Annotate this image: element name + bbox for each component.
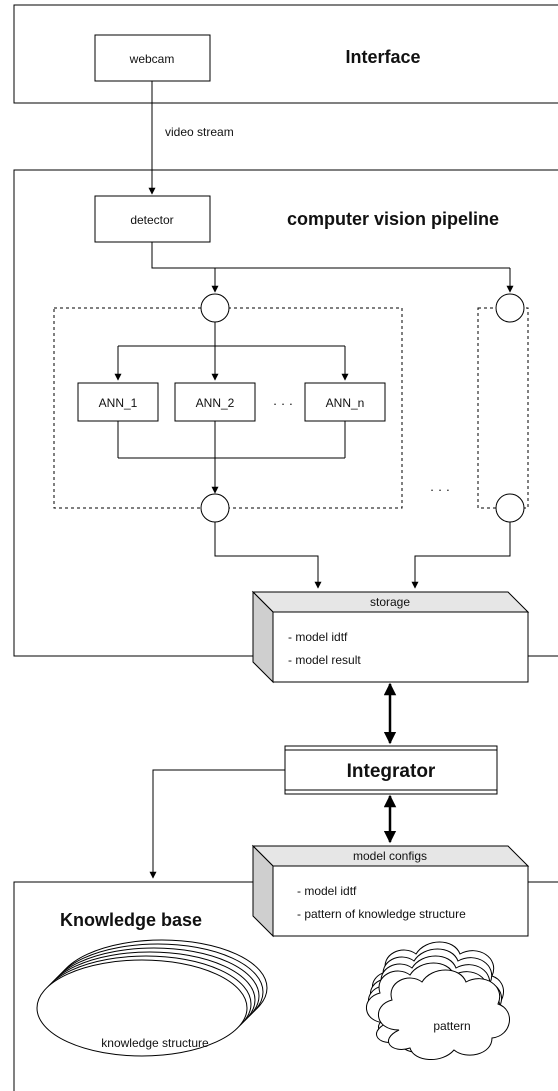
storage-node bbox=[251, 590, 530, 684]
knowledge-base-title: Knowledge base bbox=[60, 910, 202, 930]
branches-ellipsis: · · · bbox=[430, 482, 450, 497]
ann-n-label: ANN_n bbox=[326, 396, 365, 410]
storage-header: storage bbox=[370, 595, 410, 609]
ann-1-label: ANN_1 bbox=[99, 396, 138, 410]
knowledge-structure-label: knowledge structure bbox=[101, 1036, 209, 1050]
branch2-merge-node bbox=[495, 493, 525, 523]
ann-n-node bbox=[304, 382, 386, 422]
branch2-to-storage-edge bbox=[411, 522, 511, 589]
pattern-stack bbox=[365, 941, 510, 1060]
knowledge-structure-stack bbox=[36, 939, 268, 1057]
storage-line-2: - model result bbox=[288, 653, 361, 667]
branch1-split-node bbox=[200, 293, 230, 323]
branch1-merge-node bbox=[200, 493, 230, 523]
integrator-node bbox=[284, 745, 498, 795]
pattern-label: pattern bbox=[433, 1019, 470, 1033]
integrator-label: Integrator bbox=[347, 761, 436, 782]
ann-2-label: ANN_2 bbox=[196, 396, 235, 410]
ann-2-node bbox=[174, 382, 256, 422]
branch2-split-node bbox=[495, 293, 525, 323]
integrator-to-kb-edge bbox=[149, 769, 285, 879]
model-configs-header: model configs bbox=[353, 849, 427, 863]
ann-1-node bbox=[77, 382, 159, 422]
branch-group-2 bbox=[477, 307, 529, 509]
webcam-node bbox=[94, 34, 211, 82]
pipeline-title: computer vision pipeline bbox=[287, 209, 499, 229]
model-configs-node bbox=[251, 844, 530, 938]
interface-title: Interface bbox=[345, 47, 420, 67]
video-stream-label: video stream bbox=[165, 125, 234, 139]
detector-label: detector bbox=[130, 213, 173, 227]
detector-out-edge bbox=[151, 242, 510, 269]
model-configs-line-2: - pattern of knowledge structure bbox=[297, 907, 466, 921]
detector-node bbox=[94, 195, 211, 243]
storage-line-1: - model idtf bbox=[288, 630, 348, 644]
model-configs-line-1: - model idtf bbox=[297, 884, 357, 898]
models-ellipsis: · · · bbox=[273, 396, 293, 411]
branch1-to-storage-edge bbox=[214, 522, 322, 589]
webcam-label: webcam bbox=[129, 52, 175, 66]
